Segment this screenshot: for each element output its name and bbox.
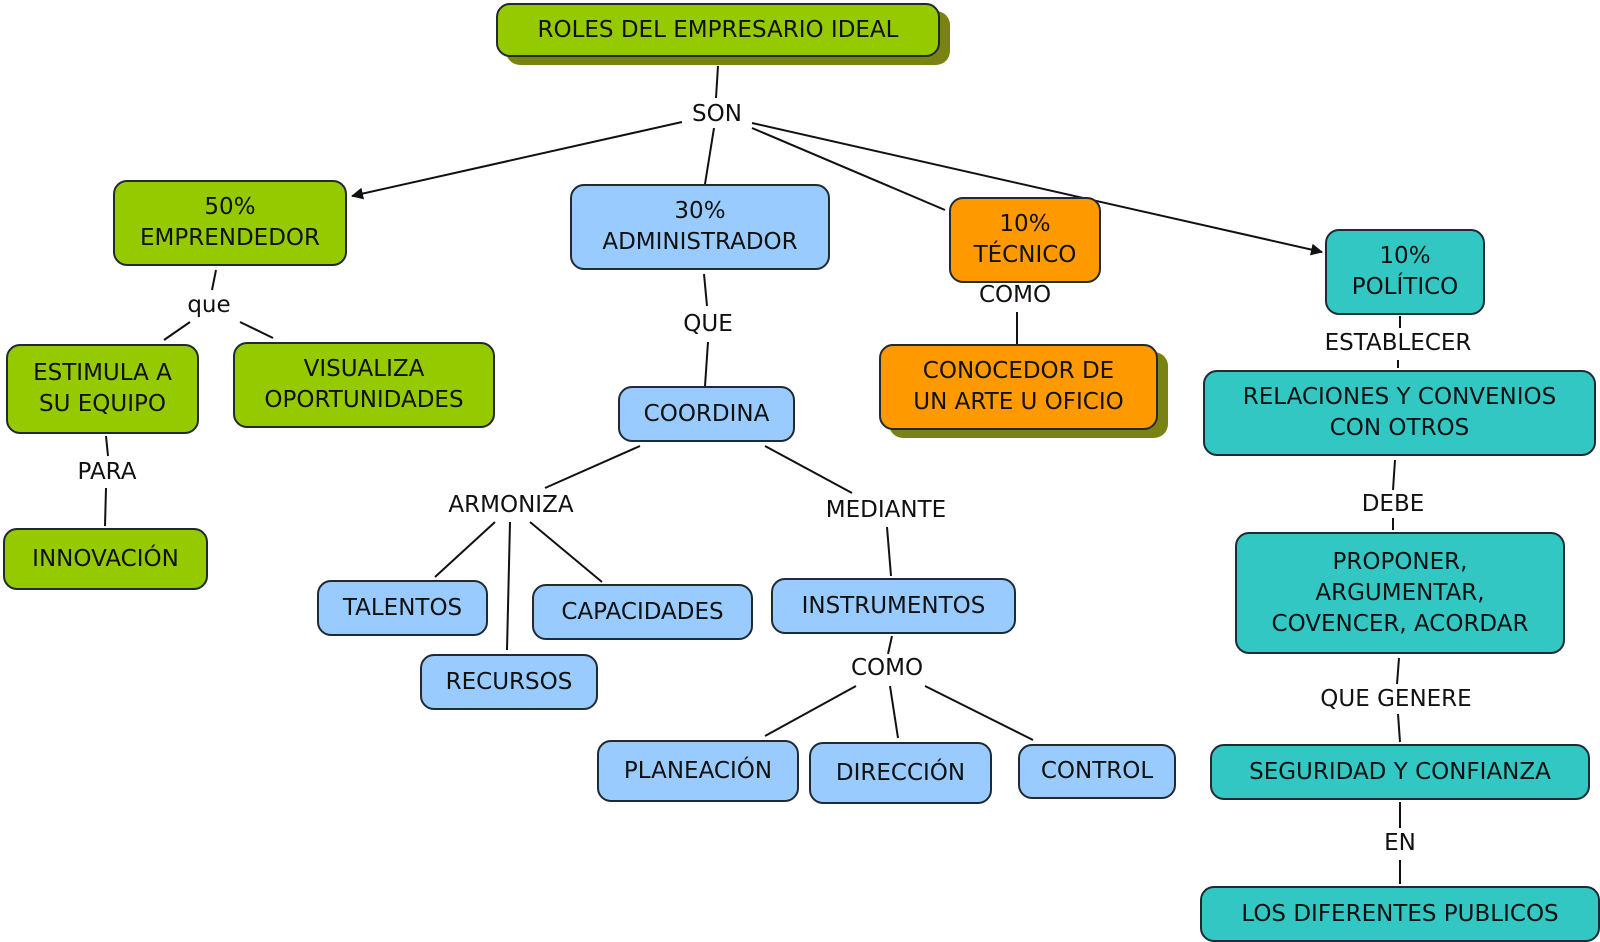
link-label-que-genere: QUE GENERE [1317, 685, 1475, 713]
node-tecnico: 10% TÉCNICO [949, 197, 1101, 283]
link-como-control [924, 685, 1034, 741]
link-roles-son [715, 65, 719, 99]
link-coordina-mediante [764, 445, 853, 494]
node-administrador: 30% ADMINISTRADOR [570, 184, 830, 270]
link-label-son: SON [689, 100, 745, 128]
link-coordina-armoniza [544, 445, 641, 489]
link-label-en: EN [1381, 829, 1419, 857]
node-estimula-a-su-equipo: ESTIMULA A SU EQUIPO [6, 344, 199, 434]
link-son-administrador [704, 127, 715, 185]
node-talentos: TALENTOS [317, 580, 488, 636]
link-que-coordina [704, 341, 709, 387]
link-instrumentos-como [887, 635, 893, 655]
node-recursos: RECURSOS [420, 654, 598, 710]
node-los-diferentes-publicos: LOS DIFERENTES PUBLICOS [1200, 886, 1600, 942]
node-emprendedor: 50% EMPRENDEDOR [113, 180, 347, 266]
node-instrumentos: INSTRUMENTOS [771, 578, 1016, 634]
link-quegenere-seguridad [1397, 713, 1401, 743]
link-que-visualiza [239, 321, 274, 339]
link-emprendedor-que [211, 269, 217, 291]
link-que-estimula [163, 321, 191, 341]
link-admin-que [703, 273, 708, 307]
link-label-para: PARA [74, 458, 140, 486]
node-visualiza-oportunidades: VISUALIZA OPORTUNIDADES [233, 342, 495, 428]
link-label-como-instrumentos: COMO [847, 654, 927, 682]
link-como-planeacion [764, 685, 857, 737]
link-armoniza-talentos [434, 521, 496, 578]
link-label-debe: DEBE [1358, 490, 1428, 518]
node-control: CONTROL [1018, 744, 1176, 799]
link-armoniza-capacidades [529, 521, 603, 583]
link-label-establecer: ESTABLECER [1321, 329, 1475, 357]
link-label-como-tecnico: COMO [978, 282, 1052, 308]
node-roles-del-empresario-ideal: ROLES DEL EMPRESARIO IDEAL [496, 3, 940, 57]
node-seguridad-y-confianza: SEGURIDAD Y CONFIANZA [1210, 744, 1590, 800]
link-son-politico [751, 122, 1323, 256]
link-son-emprendedor [351, 121, 683, 200]
node-proponer-argumentar: PROPONER, ARGUMENTAR, COVENCER, ACORDAR [1235, 532, 1565, 654]
node-conocedor-de-un-arte-u-oficio: CONOCEDOR DE UN ARTE U OFICIO [879, 344, 1158, 430]
node-politico: 10% POLÍTICO [1325, 229, 1485, 315]
node-planeacion: PLANEACIÓN [597, 740, 799, 802]
link-estimula-para [105, 435, 109, 457]
link-label-mediante: MEDIANTE [822, 496, 950, 524]
link-mediante-instrumentos [886, 526, 892, 577]
node-relaciones-y-convenios: RELACIONES Y CONVENIOS CON OTROS [1203, 370, 1596, 456]
node-capacidades: CAPACIDADES [532, 584, 753, 640]
link-proponer-quegenere [1396, 657, 1400, 685]
link-label-que-admin: QUE [680, 310, 736, 338]
node-direccion: DIRECCIÓN [809, 742, 992, 804]
node-innovacion: INNOVACIÓN [3, 528, 208, 590]
link-para-innovacion [104, 487, 107, 527]
link-relaciones-debe [1392, 459, 1396, 491]
link-label-que-emprendedor: que [184, 291, 234, 319]
link-armoniza-recursos [506, 521, 511, 651]
link-como-direccion [889, 685, 899, 739]
link-son-tecnico [751, 127, 946, 211]
node-coordina: COORDINA [618, 386, 795, 442]
link-label-armoniza: ARMONIZA [445, 491, 577, 519]
